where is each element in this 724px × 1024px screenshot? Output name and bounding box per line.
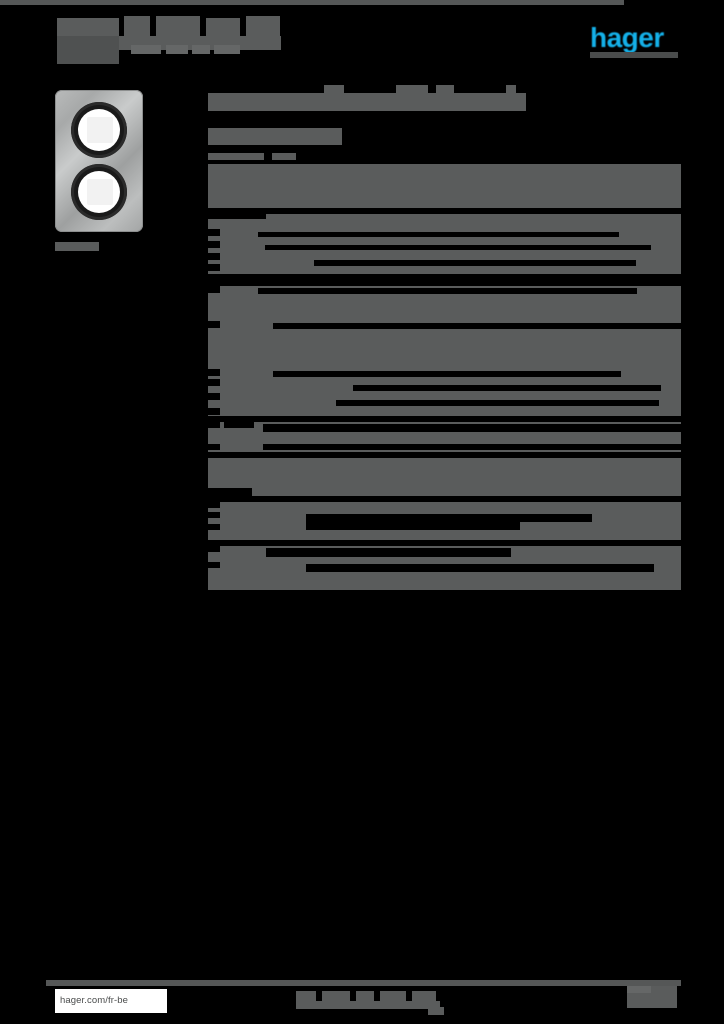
product-image [55,90,143,232]
heading-accent [506,85,516,95]
table-cell-notch [208,321,220,328]
header-title-segment: ███ [156,16,200,36]
subsection-value: ██ [272,153,296,162]
hager-logo-underline [590,52,678,58]
page-title: ██████████████ [208,93,526,111]
block-packaging [208,546,681,590]
header-title-segment: ████ [57,18,119,36]
footer-center-tail [428,1007,444,1015]
table-cell-notch [208,229,220,236]
socket-ring-bottom [71,164,127,220]
table-cell-rule [336,400,659,406]
table-cell-rule [263,424,681,432]
header-title-segment: ██ [206,18,240,36]
table-cell-rule [273,371,621,377]
table-cell-notch [224,422,254,428]
heading-accent [324,85,344,95]
table-cell-rule [306,514,592,522]
table-cell-rule [314,260,636,266]
table-cell-notch [208,241,220,248]
table-cell-notch [208,393,220,400]
heading-accent [436,85,454,95]
product-caption: ████ [55,242,99,251]
table-cell-notch [208,379,220,386]
footer-center-segment: ███ [380,991,406,1002]
page-footer [0,975,724,1024]
table-cell-notch [208,546,220,552]
table-cell-notch [208,369,220,376]
table-cell-rule [258,232,619,237]
table-cell-rule [263,444,681,450]
footer-center-band [296,1001,440,1009]
table-cell-rule [306,564,654,572]
table-cell-rule [273,323,681,329]
block-characteristics [208,214,681,280]
socket-inner-bottom [87,179,113,205]
footer-url[interactable]: hager.com/fr-be [55,989,167,1013]
block-technical-data [208,286,681,416]
header-logo-block [57,36,119,64]
table-cell-notch [208,286,220,293]
block-logistics [208,502,681,540]
table-cell-notch [208,422,220,428]
header-title-segment: ██ [124,16,150,36]
table-cell-rule [306,522,520,530]
header-subtitle-segment: ██ [131,45,161,54]
block-materials [208,422,681,452]
block-overview [208,160,681,208]
table-cell-notch [208,562,220,568]
subsection-tag: ███ [208,153,264,162]
table-cell-notch [208,512,220,518]
table-cell-notch [208,214,266,219]
socket-inner-top [87,117,113,143]
hager-logo: hager [590,22,664,53]
table-cell-notch [208,488,252,496]
table-cell-rule [258,288,637,294]
heading-accent [396,85,428,95]
footer-center-segment: ██ [356,991,374,1002]
table-cell-notch [208,524,220,530]
section-label: ██████ [208,128,342,145]
product-figure: ████ [55,90,155,260]
table-cell-rule [266,548,511,557]
footer-page-accent [627,986,651,993]
table-cell-gap [208,274,681,280]
block-dimensions [208,458,681,496]
table-cell-notch [208,160,266,164]
table-cell-rule [353,385,661,391]
header-subtitle-segment: █ [192,45,210,54]
footer-center-segment: ██ [412,991,436,1002]
table-cell-rule [265,245,651,250]
page-header: ████ ██ ███ ██ ██ ██ ██ █ ██ hager [0,0,724,80]
table-cell-notch [208,253,220,260]
footer-center-segment: ███ [322,991,350,1002]
table-cell-notch [266,160,681,164]
table-cell-notch [208,264,220,271]
table-cell-notch [208,502,220,508]
footer-divider [46,980,681,986]
header-title-segment: ██ [246,16,280,36]
table-cell-notch [208,444,220,450]
footer-center-segment: ██ [296,991,316,1002]
header-divider [0,0,624,5]
header-subtitle-segment: ██ [214,45,240,54]
table-cell-notch [208,408,220,415]
header-subtitle-segment: ██ [166,45,188,54]
specification-table [208,160,681,596]
